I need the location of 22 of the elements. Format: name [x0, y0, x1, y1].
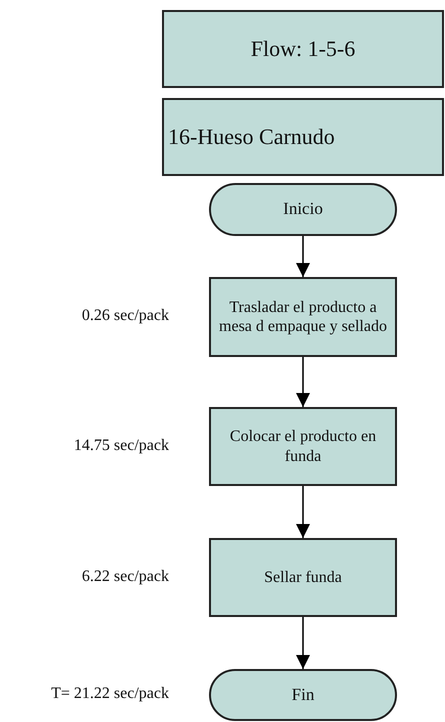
time-label: T= 21.22 sec/pack — [51, 685, 169, 703]
process-box — [162, 98, 444, 176]
node-label: Colocar el producto en funda — [228, 427, 378, 466]
arrow — [296, 617, 310, 669]
node-label: Inicio — [283, 199, 323, 220]
time-label: 14.75 sec/pack — [74, 436, 169, 454]
node-label: Flow: 1-5-6 — [250, 36, 356, 62]
process-box — [162, 10, 444, 88]
node-label: Fin — [292, 684, 314, 706]
node-label: 16-Hueso Carnudo — [168, 124, 335, 150]
time-label: 0.26 sec/pack — [82, 307, 169, 325]
time-label: 6.22 sec/pack — [82, 568, 169, 586]
arrow — [296, 486, 310, 538]
node-label: Sellar funda — [264, 568, 342, 588]
arrow — [296, 357, 310, 407]
node-label: Trasladar el producto a mesa d empaque y sellado — [218, 298, 388, 336]
terminal-shape — [209, 183, 397, 236]
process-box — [209, 277, 397, 357]
process-box — [209, 538, 397, 617]
process-box — [209, 407, 397, 486]
arrow — [296, 236, 310, 277]
terminal-shape — [209, 669, 397, 721]
